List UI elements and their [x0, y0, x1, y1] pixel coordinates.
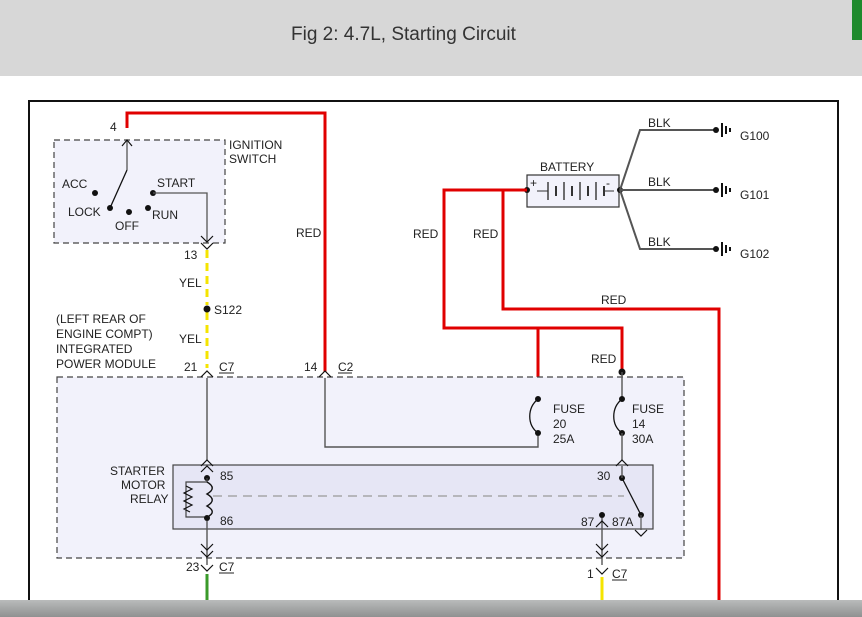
- ground-symbol-g101: [713, 183, 731, 197]
- conn-c2-14-name: C2: [338, 360, 354, 374]
- starting-circuit-diagram: IGNITION SWITCH 4 ACC LOCK OFF RUN START…: [28, 100, 839, 617]
- ign-pos-start: START: [157, 176, 196, 190]
- battery: BATTERY + -: [524, 160, 623, 208]
- fuse20-label: FUSE: [553, 402, 585, 416]
- fuse14-label: FUSE: [632, 402, 664, 416]
- module-label-4: POWER MODULE: [56, 357, 156, 371]
- module-label-2: ENGINE COMPT): [56, 327, 153, 341]
- ground-symbol-g100: [713, 123, 731, 137]
- relay-pin-86: 86: [220, 514, 234, 528]
- ign-pos-off: OFF: [115, 219, 139, 233]
- ground-name-g102: G102: [740, 247, 770, 261]
- battery-grounds: BLK BLK BLK G100 G101 G102: [619, 116, 770, 261]
- ign-pos-lock: LOCK: [68, 205, 101, 219]
- fuse14-rating: 30A: [632, 432, 653, 446]
- wire-red-to-fuse14: [538, 326, 624, 372]
- wire-label-red-relay-feed: RED: [601, 293, 627, 307]
- ground-symbol-g102: [713, 242, 731, 256]
- battery-label: BATTERY: [540, 160, 594, 174]
- fuse14-number: 14: [632, 417, 646, 431]
- wire-label-red-ign: RED: [296, 226, 322, 240]
- conn-c2-14-pin: 14: [304, 360, 318, 374]
- ignition-switch: IGNITION SWITCH 4 ACC LOCK OFF RUN START…: [53, 120, 282, 262]
- figure-title: Fig 2: 4.7L, Starting Circuit: [291, 24, 516, 45]
- ign-pin-top: 4: [110, 120, 117, 134]
- conn-c7-23-name: C7: [219, 560, 235, 574]
- conn-c7-23-pin: 23: [186, 560, 200, 574]
- wire-label-red-fuse14: RED: [591, 352, 617, 366]
- relay-pin-85: 85: [220, 469, 234, 483]
- wire-red-battery-to-fuse20: [442, 188, 540, 397]
- ground-wire-label-1: BLK: [648, 116, 671, 130]
- ign-contact-run: [145, 205, 151, 211]
- ign-contact-off: [126, 209, 132, 215]
- relay-box: [172, 464, 654, 530]
- footer-scroll-bar[interactable]: [0, 600, 862, 617]
- splice-s122-label: S122: [214, 303, 242, 317]
- ignition-switch-label-2: SWITCH: [229, 152, 276, 166]
- fuse20-number: 20: [553, 417, 567, 431]
- figure-header: Fig 2: 4.7L, Starting Circuit: [0, 0, 862, 76]
- conn-c7-21-pin: 21: [184, 360, 198, 374]
- module-label-3: INTEGRATED: [56, 342, 133, 356]
- starter-motor-relay: STARTER MOTOR RELAY 85 86 30 87 87A: [110, 459, 654, 537]
- relay-pin-30: 30: [597, 469, 611, 483]
- wire-label-red-battery-main: RED: [473, 227, 499, 241]
- ign-pin-bottom: 13: [184, 248, 198, 262]
- battery-minus: -: [606, 176, 610, 190]
- splice-s122: [203, 305, 211, 313]
- relay-label-3: RELAY: [130, 492, 168, 506]
- ign-pos-run: RUN: [152, 208, 178, 222]
- ign-pos-acc: ACC: [62, 177, 88, 191]
- wire-label-yel-lower: YEL: [179, 332, 202, 346]
- relay-label-2: MOTOR: [121, 478, 166, 492]
- ign-contact-acc: [92, 190, 98, 196]
- wire-red-ign-feed: [125, 111, 327, 372]
- wire-label-red-fuse20: RED: [413, 227, 439, 241]
- conn-c7-1-pin: 1: [587, 567, 594, 581]
- ground-wire-label-2: BLK: [648, 175, 671, 189]
- diagram-border: [28, 100, 839, 617]
- ground-name-g100: G100: [740, 129, 770, 143]
- ground-wire-label-3: BLK: [648, 235, 671, 249]
- ign-wiper: [109, 169, 128, 209]
- ignition-switch-box: [53, 139, 226, 244]
- relay-pin-87a: 87A: [612, 515, 633, 529]
- corner-tab[interactable]: [852, 0, 862, 40]
- wire-label-yel-upper: YEL: [179, 276, 202, 290]
- relay-switch-arm: [621, 477, 642, 516]
- wire-red-battery-main: [501, 188, 721, 600]
- conn-c7-1-name: C7: [612, 567, 628, 581]
- relay-label-1: STARTER: [110, 464, 165, 478]
- fuse20-rating: 25A: [553, 432, 574, 446]
- ignition-switch-label-1: IGNITION: [229, 138, 282, 152]
- battery-plus: +: [530, 176, 537, 190]
- conn-c7-21-name: C7: [219, 360, 235, 374]
- module-label-1: (LEFT REAR OF: [56, 312, 146, 326]
- relay-pin-87: 87: [581, 515, 595, 529]
- ground-name-g101: G101: [740, 188, 770, 202]
